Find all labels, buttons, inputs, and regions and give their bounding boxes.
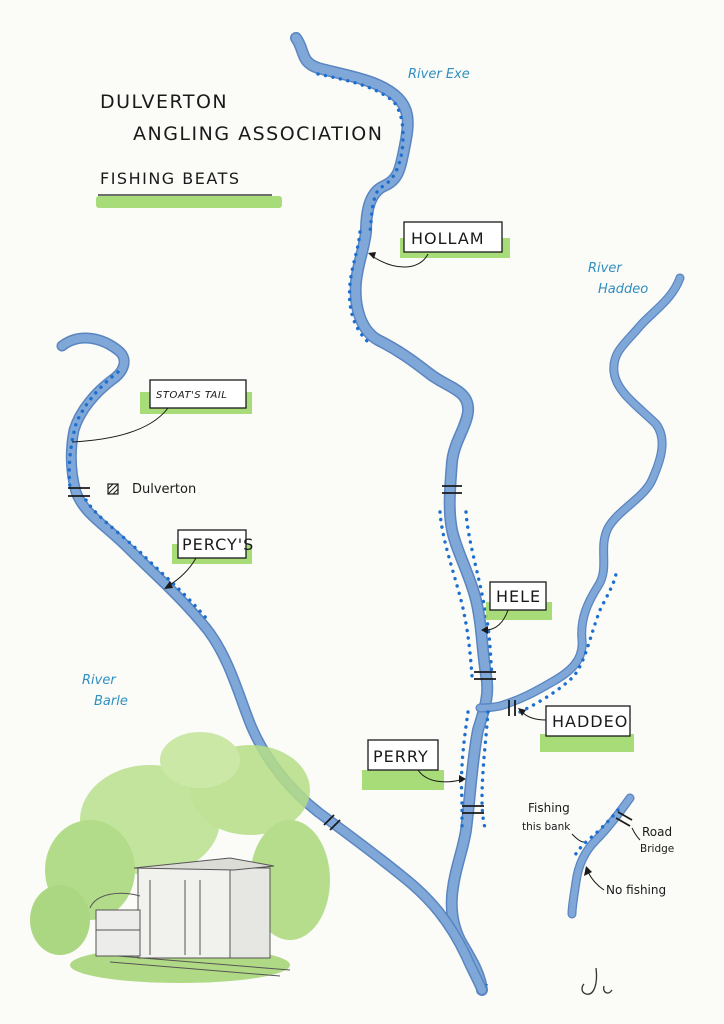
beat-haddeo: HADDEO <box>518 705 634 752</box>
beat-stoats-tail-label: STOAT'S TAIL <box>156 390 227 401</box>
beat-stoats-tail-leader <box>71 407 169 443</box>
percys-dotted-bank <box>84 498 208 620</box>
hollam-dotted-bank <box>347 230 370 344</box>
hele-dotted-bank-east <box>464 510 494 678</box>
key-river-water <box>568 794 634 918</box>
beat-hele-arrowhead <box>481 626 488 634</box>
town-dulverton: Dulverton <box>107 482 196 497</box>
bridge-exe-lower <box>462 805 484 814</box>
key-road-label-2: Bridge <box>640 843 674 855</box>
perry-dotted-bank-east <box>480 710 490 834</box>
key-road-bridge-a <box>617 811 633 821</box>
river-barle-water <box>58 334 486 994</box>
town-label: Dulverton <box>132 482 196 497</box>
beat-hele-box <box>489 581 547 611</box>
hut-building <box>89 857 291 977</box>
exe-top-dotted-bank <box>316 72 405 234</box>
beat-haddeo-label: HADDEO <box>552 712 628 731</box>
key-road-label-1: Road <box>642 825 672 839</box>
beat-percys-label: PERCY'S <box>182 535 254 554</box>
beat-haddeo-highlight <box>540 734 634 752</box>
beat-stoats-tail: STOAT'S TAIL <box>71 379 252 443</box>
beat-perry-box <box>367 739 439 771</box>
artist-signature: Jc <box>581 967 613 995</box>
beat-hele: HELE <box>481 581 552 634</box>
perry-dotted-bank-west <box>459 710 470 834</box>
label-river-exe: River Exe <box>408 67 470 82</box>
subtitle-highlight <box>96 196 282 208</box>
bridge-barle-dulverton <box>68 487 90 497</box>
map-title: DULVERTON ANGLING ASSOCIATION FISHING BE… <box>96 91 383 208</box>
label-river-barle-1: River <box>82 673 117 688</box>
river-barle <box>56 332 488 996</box>
bridge-exe-middle <box>474 671 496 680</box>
river-exe-water <box>291 33 492 995</box>
beat-stoats-tail-box <box>149 379 247 409</box>
bridges <box>68 485 516 831</box>
subtitle: FISHING BEATS <box>100 169 241 188</box>
bridge-barle-lower <box>323 814 341 831</box>
map-key: Fishing this bank Road Bridge No fishing <box>522 793 674 919</box>
beat-haddeo-leader <box>521 711 547 721</box>
beat-perry: PERRY <box>362 739 466 790</box>
beat-hele-label: HELE <box>496 587 541 606</box>
beat-perry-label: PERRY <box>373 747 429 766</box>
title-line-1: DULVERTON <box>100 91 228 113</box>
key-road-leader <box>631 827 641 841</box>
key-fishing-label-2: this bank <box>522 821 571 833</box>
stoats-tail-dotted-bank <box>67 370 120 490</box>
beat-hollam-label: HOLLAM <box>411 229 485 248</box>
key-no-fishing-label: No fishing <box>606 883 666 897</box>
beat-hollam-box <box>403 221 503 253</box>
beat-hele-leader <box>485 609 509 631</box>
beat-percys-box <box>177 529 247 559</box>
label-river-barle-2: Barle <box>94 694 128 709</box>
beat-hollam: HOLLAM <box>368 221 510 268</box>
bridge-exe-upper <box>442 485 462 494</box>
key-fishing-label-1: Fishing <box>528 801 570 815</box>
beat-perry-highlight <box>362 770 444 790</box>
key-fishing-leader <box>571 833 585 843</box>
river-haddeo <box>475 273 685 713</box>
hele-dotted-bank-west <box>438 510 474 678</box>
title-line-2: ANGLING ASSOCIATION <box>133 123 383 145</box>
bridge-haddeo <box>508 700 516 716</box>
label-river-haddeo-2: Haddeo <box>598 282 648 297</box>
beat-hollam-arrowhead <box>368 252 376 259</box>
key-fishing-dots <box>572 808 620 860</box>
beat-haddeo-arrowhead <box>518 708 526 716</box>
beat-haddeo-box <box>545 705 631 737</box>
beat-perry-leader <box>417 769 461 783</box>
key-no-fishing-arrowhead <box>584 866 592 876</box>
fishing-hut-sketch <box>30 732 330 983</box>
key-road-bridge-b <box>615 817 631 827</box>
river-haddeo-water <box>476 274 684 712</box>
fishing-banks <box>67 72 618 834</box>
label-river-haddeo-1: River <box>588 261 623 276</box>
key-no-fishing-leader <box>587 871 605 891</box>
beat-percys: PERCY'S <box>164 529 254 589</box>
beat-percys-arrowhead <box>164 581 173 589</box>
beat-hollam-leader <box>371 253 429 268</box>
beat-perry-arrowhead <box>459 775 466 783</box>
